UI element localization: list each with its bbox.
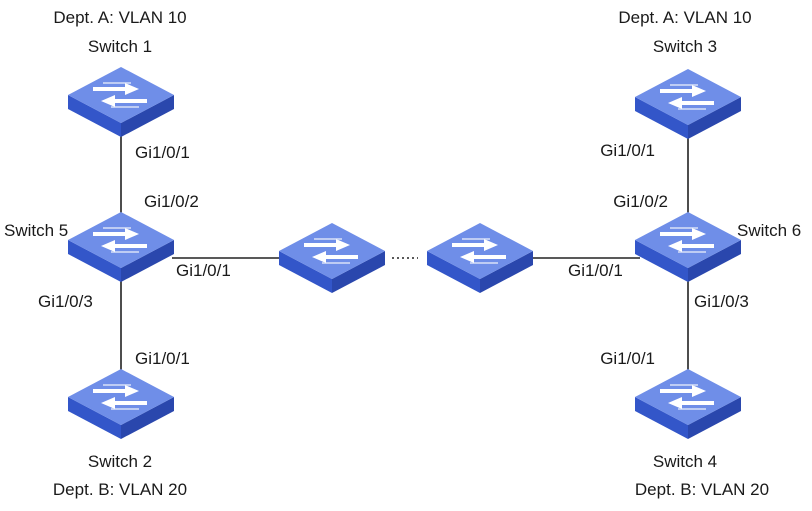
port-label-switch3-down: Gi1/0/1 <box>600 141 655 160</box>
switch4-name-label: Switch 4 <box>653 452 717 471</box>
port-label-switch2-up: Gi1/0/1 <box>135 349 190 368</box>
switch1-name-label: Switch 1 <box>88 37 152 56</box>
switch1-dept-label: Dept. A: VLAN 10 <box>53 8 186 27</box>
switch4-icon <box>633 367 743 441</box>
port-label-switch1-down: Gi1/0/1 <box>135 143 190 162</box>
port-label-switch6-up: Gi1/0/2 <box>613 192 668 211</box>
port-label-switch6-left: Gi1/0/1 <box>568 261 623 280</box>
switch3-name-label: Switch 3 <box>653 37 717 56</box>
switch4-dept-label: Dept. B: VLAN 20 <box>635 480 769 499</box>
middle-switch-b-icon <box>425 221 535 295</box>
switch5-name-label: Switch 5 <box>4 221 68 240</box>
port-label-switch5-right: Gi1/0/1 <box>176 261 231 280</box>
port-label-switch5-up: Gi1/0/2 <box>144 192 199 211</box>
port-label-switch6-down: Gi1/0/3 <box>694 292 749 311</box>
port-label-switch5-down: Gi1/0/3 <box>38 292 93 311</box>
switch3-icon <box>633 67 743 141</box>
middle-switch-a-icon <box>277 221 387 295</box>
switch2-icon <box>66 367 176 441</box>
switch5-icon <box>66 210 176 284</box>
switch3-dept-label: Dept. A: VLAN 10 <box>618 8 751 27</box>
switch2-name-label: Switch 2 <box>88 452 152 471</box>
switch6-icon <box>633 210 743 284</box>
port-label-switch4-up: Gi1/0/1 <box>600 349 655 368</box>
switch6-name-label: Switch 6 <box>737 221 801 240</box>
switch1-icon <box>66 65 176 139</box>
switch2-dept-label: Dept. B: VLAN 20 <box>53 480 187 499</box>
